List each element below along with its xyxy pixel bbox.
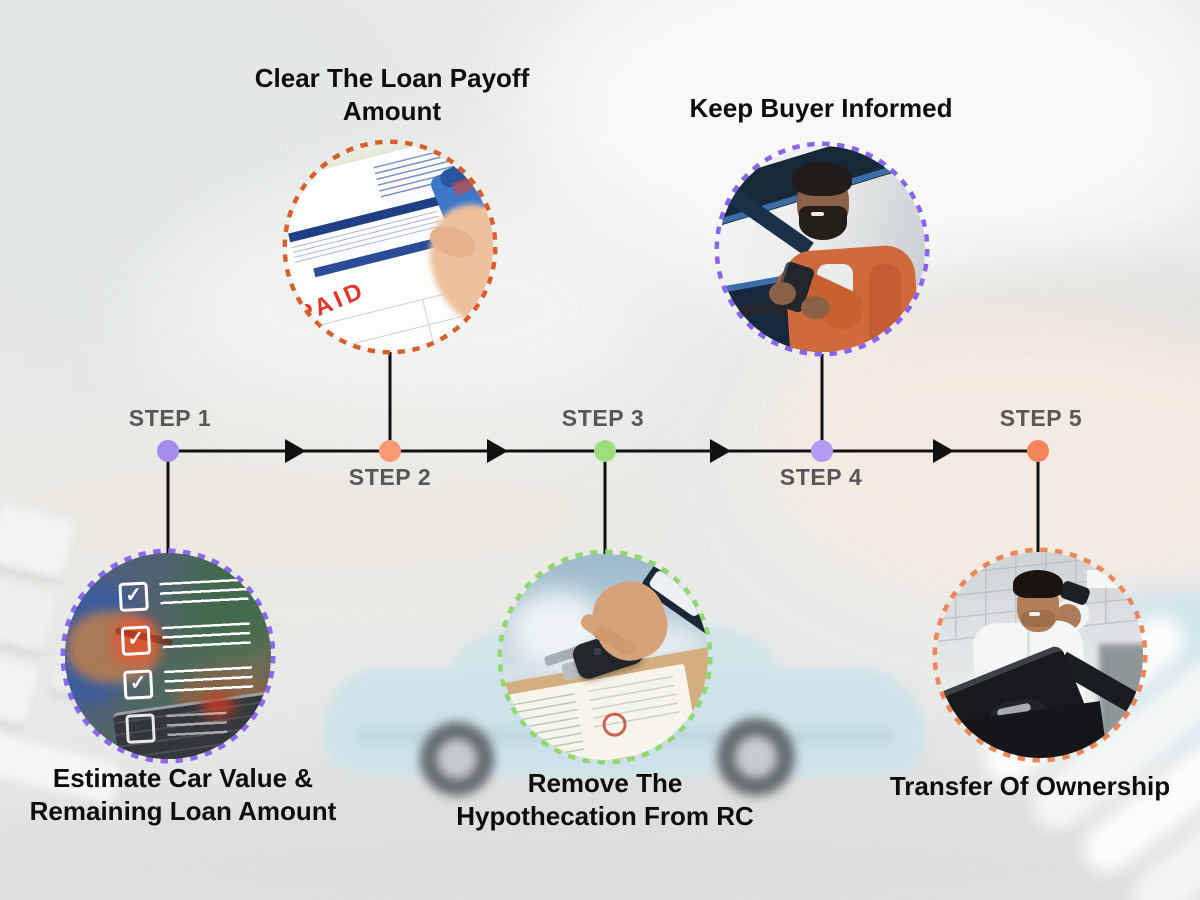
smile-shape bbox=[1029, 612, 1040, 616]
step-2-node: PAID bbox=[277, 134, 503, 360]
mouse-glow-shape bbox=[201, 695, 235, 717]
step-2-dot bbox=[379, 440, 401, 462]
empty-box-icon bbox=[125, 713, 156, 744]
step-5-ring bbox=[932, 547, 1148, 763]
shirt-fold-shape bbox=[869, 264, 901, 348]
step-1-photo: ✓ ✓ ✓ bbox=[65, 553, 271, 759]
step-5-label: STEP 5 bbox=[999, 405, 1083, 431]
beard-shape bbox=[799, 206, 847, 240]
checked-box-icon: ✓ bbox=[122, 669, 154, 700]
step-4-title: Keep Buyer Informed bbox=[690, 92, 953, 125]
step-5-photo bbox=[937, 552, 1143, 758]
step-3-label: STEP 3 bbox=[561, 405, 645, 431]
checked-box-glow-icon: ✓ bbox=[120, 625, 152, 656]
title-line: Clear The Loan Payoff bbox=[254, 63, 530, 93]
step-4-ring bbox=[714, 141, 930, 357]
title-line: Keep Buyer Informed bbox=[689, 93, 953, 123]
step-3-ring bbox=[497, 549, 713, 765]
hair-shape bbox=[1013, 570, 1063, 598]
step-1-node: ✓ ✓ ✓ bbox=[55, 543, 281, 769]
ceiling-light-shape bbox=[1087, 570, 1133, 588]
document-text-lines bbox=[502, 693, 586, 760]
step-1-label: STEP 1 bbox=[128, 405, 212, 431]
checklist-icon: ✓ ✓ ✓ bbox=[118, 575, 271, 759]
checklist-row: ✓ bbox=[120, 620, 251, 656]
hair-shape bbox=[792, 162, 852, 196]
car-rim-shape bbox=[437, 739, 477, 779]
text-lines bbox=[164, 666, 254, 695]
hand-shape bbox=[801, 296, 830, 319]
arrow-right-icon bbox=[933, 439, 954, 463]
step-5-dot bbox=[1027, 440, 1049, 462]
key-button-shape bbox=[594, 648, 601, 655]
step-5-node bbox=[927, 542, 1153, 768]
arrow-right-icon bbox=[710, 439, 731, 463]
step-1-title: Estimate Car Value & Remaining Loan Amou… bbox=[30, 762, 337, 829]
text-lines bbox=[159, 578, 249, 607]
text-lines bbox=[161, 622, 251, 651]
step-3-dot bbox=[594, 440, 616, 462]
step-2-photo: PAID bbox=[287, 144, 493, 350]
title-line: Remaining Loan Amount bbox=[29, 796, 337, 827]
title-line: Hypothecation From RC bbox=[456, 801, 754, 832]
step-2-label: STEP 2 bbox=[348, 464, 432, 490]
text-lines bbox=[166, 711, 228, 739]
step-3-photo bbox=[502, 554, 708, 760]
step-2-ring bbox=[282, 139, 498, 355]
step-4-node bbox=[709, 136, 935, 362]
step-2-title: Clear The Loan Payoff Amount bbox=[255, 62, 530, 129]
title-line: Estimate Car Value & bbox=[52, 763, 314, 793]
step-3-title: Remove The Hypothecation From RC bbox=[456, 767, 754, 834]
arrow-right-icon bbox=[285, 439, 306, 463]
checked-box-icon: ✓ bbox=[118, 581, 149, 613]
step-3-node bbox=[492, 544, 718, 770]
checklist-row bbox=[125, 710, 228, 744]
step-4-dot bbox=[811, 440, 833, 462]
arrow-right-icon bbox=[487, 439, 508, 463]
step-1-dot bbox=[157, 440, 179, 462]
step-4-label: STEP 4 bbox=[779, 464, 863, 490]
smile-shape bbox=[811, 212, 824, 216]
hand-shape bbox=[769, 282, 796, 305]
title-line: Remove The bbox=[527, 768, 683, 798]
title-line: Amount bbox=[342, 96, 442, 127]
step-4-photo bbox=[719, 146, 925, 352]
checklist-row: ✓ bbox=[122, 664, 254, 700]
step-1-ring bbox=[60, 548, 276, 764]
step-5-title: Transfer Of Ownership bbox=[890, 770, 1170, 803]
title-line: Transfer Of Ownership bbox=[889, 771, 1171, 801]
car-rim-shape bbox=[735, 736, 777, 778]
checklist-row: ✓ bbox=[118, 576, 249, 613]
